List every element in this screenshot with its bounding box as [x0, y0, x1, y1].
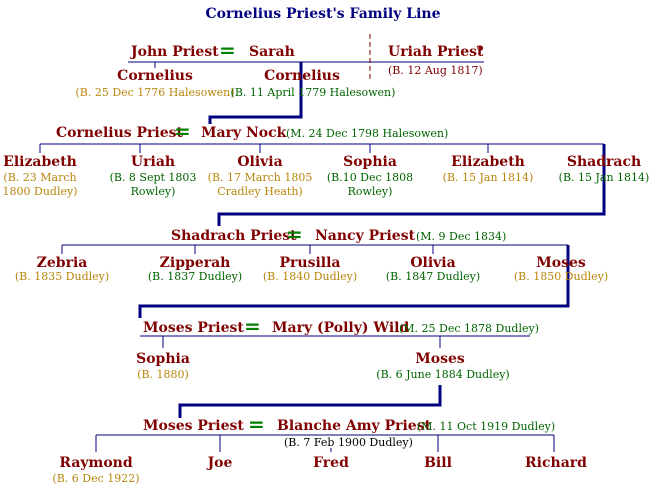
gen3-child-birth-3: (B. 1840 Dudley) [262, 270, 358, 283]
gen3-child-name-3: Prusilla [279, 255, 341, 271]
gen1-unknown-mark: ? [476, 44, 484, 59]
gen3-child-name-5: Moses [536, 255, 586, 271]
gen5-wife: Blanche Amy Priest [277, 418, 432, 434]
gen1-other-birth: (B. 12 Aug 1817) [388, 64, 483, 77]
lineage-link-gen2-gen3 [217, 144, 606, 226]
lineage-link-gen3-gen4 [138, 245, 570, 318]
gen4-marriage: (M. 25 Dec 1878 Dudley) [399, 322, 539, 335]
gen3-child-birth-2: (B. 1837 Dudley) [147, 270, 243, 283]
gen1-other-parent: Uriah Priest [388, 44, 484, 60]
gen2-child-birth-4a: (B.10 Dec 1808 [326, 171, 414, 184]
gen2-wife: Mary Nock [201, 125, 287, 141]
gen1-husband: John Priest [131, 44, 219, 60]
gen2-child-birth-6: (B. 15 Jan 1814) [558, 171, 649, 184]
lineage-link-gen1-gen2 [208, 62, 303, 124]
gen2-child-name-1: Elizabeth [3, 154, 77, 170]
lineage-link-gen4-gen5 [178, 385, 442, 418]
gen4-husband: Moses Priest [143, 320, 244, 336]
gen5-marriage: (M. 11 Oct 1919 Dudley) [417, 420, 556, 433]
gen3-equals: = [286, 222, 303, 246]
gen5-equals: = [248, 412, 265, 436]
gen4-child-birth-1: (B. 1880) [137, 368, 189, 381]
gen2-child-birth-5: (B. 15 Jan 1814) [442, 171, 534, 184]
gen2-child-birth-1b: 1800 Dudley) [2, 185, 78, 198]
gen2-child-name-6: Shadrach [566, 154, 642, 170]
gen1-child-name-1: Cornelius [117, 68, 193, 84]
gen2-child-birth-3a: (B. 17 March 1805 [207, 171, 313, 184]
gen2-child-birth-2b: Rowley) [130, 185, 176, 198]
gen2-child-birth-1a: (B. 23 March [3, 171, 77, 184]
chart-title: Cornelius Priest's Family Line [205, 6, 441, 22]
gen1-child-birth-2: (B. 11 April 1779 Halesowen) [230, 86, 396, 99]
gen2-child-birth-3b: Cradley Heath) [217, 185, 303, 198]
gen2-child-name-4: Sophia [343, 154, 397, 170]
gen5-wife-birth: (B. 7 Feb 1900 Dudley) [284, 436, 413, 449]
gen3-child-birth-5: (B. 1850 Dudley) [513, 270, 609, 283]
gen4-wife: Mary (Polly) Wild [272, 320, 410, 336]
gen3-child-name-2: Zipperah [159, 255, 231, 271]
gen1-wife: Sarah [249, 44, 295, 60]
gen2-equals: = [174, 119, 191, 143]
gen1-equals: = [219, 38, 236, 62]
gen1-child-name-2: Cornelius [264, 68, 340, 84]
gen3-child-name-4: Olivia [410, 255, 456, 271]
gen4-child-name-2: Moses [415, 351, 465, 367]
gen4-child-birth-2: (B. 6 June 1884 Dudley) [376, 368, 510, 381]
gen2-child-birth-4b: Rowley) [347, 185, 393, 198]
gen4-equals: = [244, 314, 261, 338]
gen5-child-birth-1: (B. 6 Dec 1922) [52, 472, 140, 485]
gen2-husband: Cornelius Priest [56, 125, 183, 141]
gen5-child-name-2: Joe [207, 455, 233, 471]
gen3-wife: Nancy Priest [315, 228, 416, 244]
gen3-child-name-1: Zebria [36, 255, 88, 271]
gen3-marriage: (M. 9 Dec 1834) [416, 230, 507, 243]
gen3-husband: Shadrach Priest [171, 228, 297, 244]
gen2-child-name-3: Olivia [237, 154, 283, 170]
gen5-child-name-1: Raymond [59, 455, 133, 471]
gen3-child-birth-4: (B. 1847 Dudley) [385, 270, 481, 283]
gen5-child-name-5: Richard [525, 455, 587, 471]
gen5-husband: Moses Priest [143, 418, 244, 434]
gen1-child-birth-1: (B. 25 Dec 1776 Halesowen) [75, 86, 235, 99]
gen5-child-name-3: Fred [313, 455, 349, 471]
gen4-child-name-1: Sophia [136, 351, 190, 367]
gen2-marriage: (M. 24 Dec 1798 Halesowen) [286, 127, 449, 140]
gen2-child-name-2: Uriah [130, 154, 176, 170]
gen2-child-birth-2a: (B. 8 Sept 1803 [109, 171, 197, 184]
gen5-child-name-4: Bill [424, 455, 452, 471]
gen3-child-birth-1: (B. 1835 Dudley) [14, 270, 110, 283]
gen2-child-name-5: Elizabeth [451, 154, 525, 170]
